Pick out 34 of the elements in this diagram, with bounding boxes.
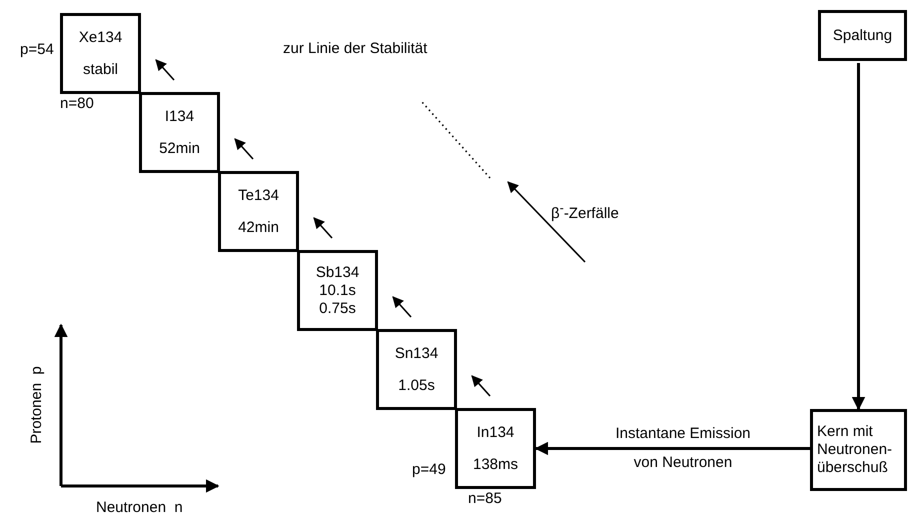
nuclide-box — [218, 171, 299, 252]
nuclide-box — [60, 13, 141, 94]
nuclide-box — [139, 92, 220, 173]
arrow — [534, 442, 810, 456]
half-life: 0.75s — [319, 300, 356, 318]
beside-label: p=54 — [20, 41, 54, 59]
edge-label: Instantane Emission von Neutronen — [614, 424, 752, 472]
nuclide-box — [297, 250, 378, 331]
half-life: 52min — [159, 140, 200, 158]
beside-label: p=49 — [412, 461, 446, 479]
node-text: Spaltung — [832, 26, 892, 44]
half-life: 1.05s — [398, 376, 435, 394]
arrow — [852, 63, 866, 410]
axis-label: Neutronen n — [96, 499, 183, 516]
node-text: In134 — [476, 424, 514, 442]
node-text: Sn134 — [394, 344, 438, 362]
half-life: 10.1s — [319, 282, 356, 300]
beside-label: n=85 — [468, 490, 502, 508]
node-text: Kern mit Neutronen- überschuß — [817, 423, 894, 477]
node-text: Xe134 — [78, 28, 122, 46]
nuclide-box — [455, 408, 536, 489]
nuclide-box — [376, 329, 457, 410]
node-text: I134 — [164, 108, 194, 126]
node-text: Te134 — [238, 186, 279, 204]
half-life: 138ms — [472, 456, 518, 474]
stability-note: zur Linie der Stabilität — [283, 40, 428, 58]
half-life: 42min — [238, 218, 279, 236]
half-life: stabil — [82, 60, 118, 78]
process-box — [818, 10, 907, 61]
process-box — [810, 409, 907, 491]
beside-label: n=80 — [60, 95, 94, 113]
decay-label: β$^{-}$-Zerfälle — [551, 201, 619, 223]
node-text: Sb134 — [316, 264, 360, 282]
axis-label: Protonen p — [28, 366, 46, 444]
